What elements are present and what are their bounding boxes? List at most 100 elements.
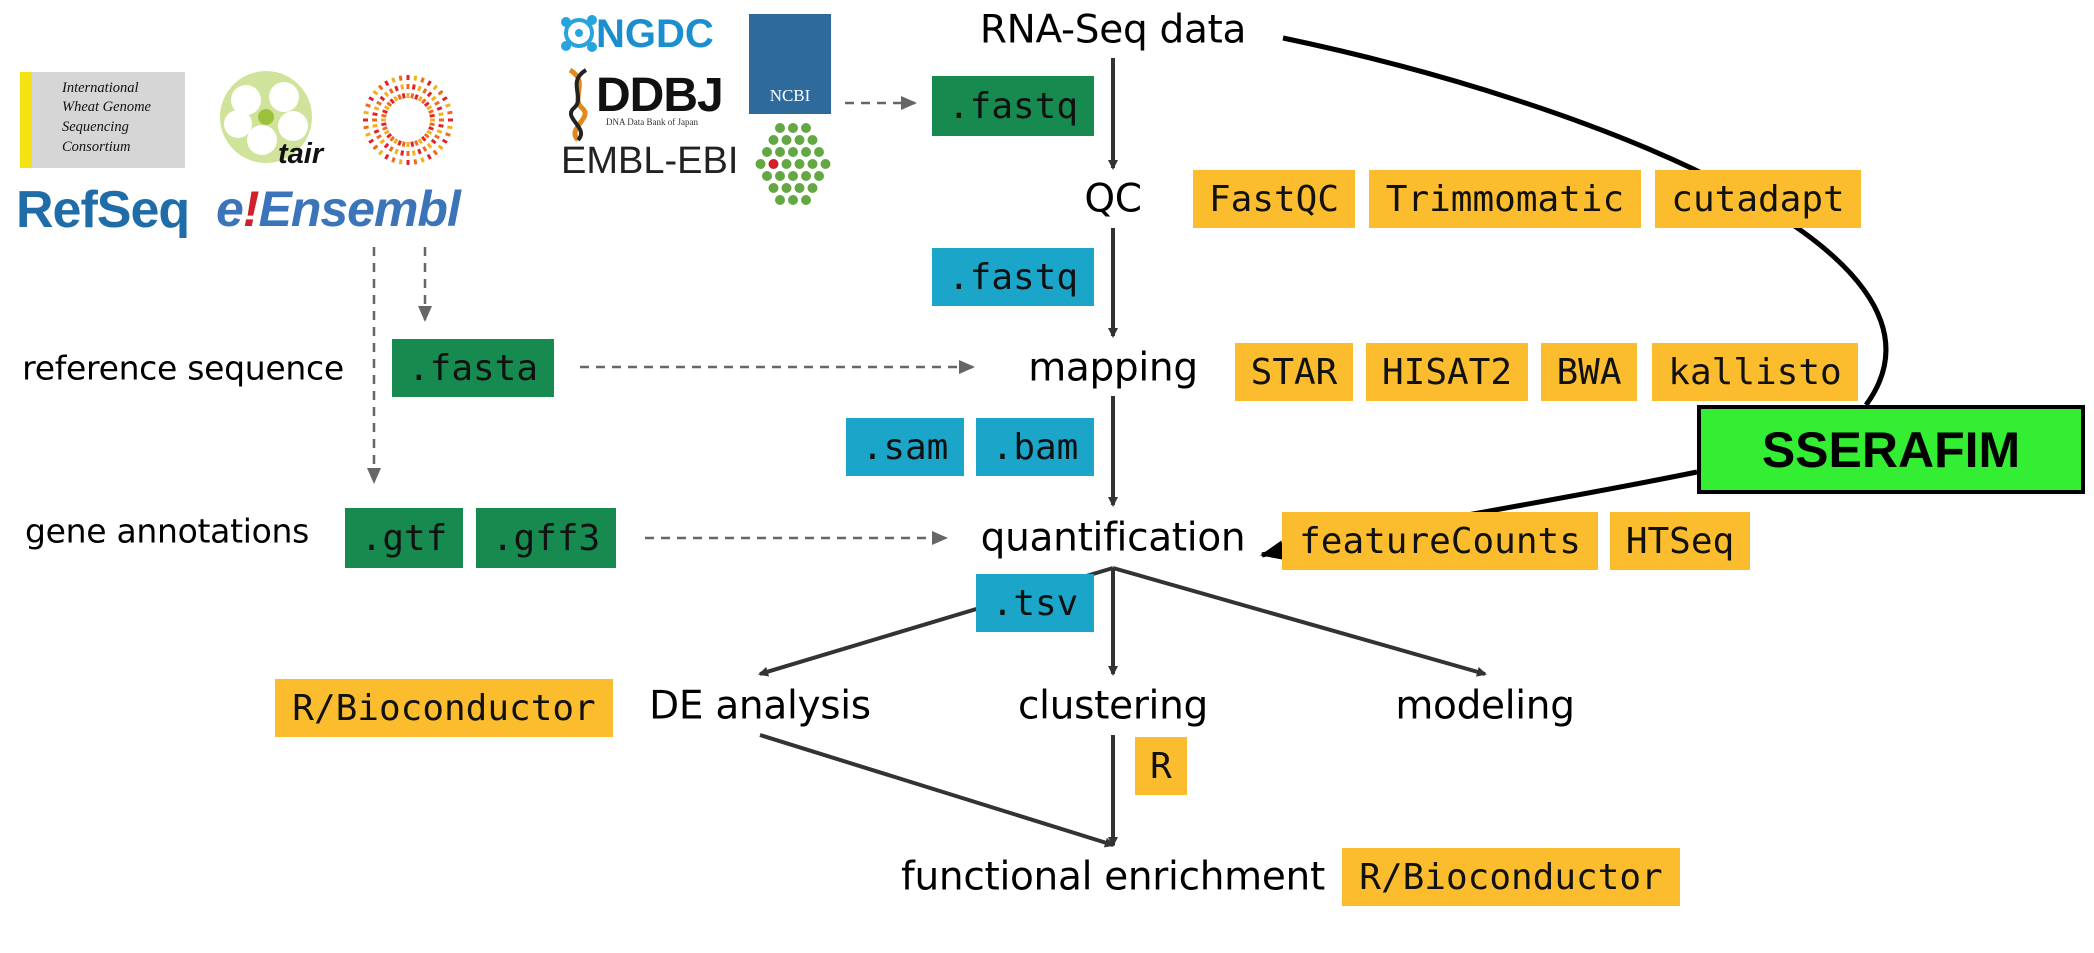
ddbj-helix-icon: [568, 67, 588, 142]
refseq-logo: RefSeq: [16, 181, 190, 239]
ebi-dot: [762, 147, 772, 157]
iwgsc-logo: International Wheat Genome Sequencing Co…: [20, 72, 185, 168]
sunburst-ray: [417, 148, 422, 155]
tool-star: STAR: [1235, 343, 1353, 401]
sunburst-ray: [372, 89, 379, 96]
sunburst-ray: [436, 129, 443, 134]
sunburst-ray: [391, 77, 396, 83]
sunburst-ray: [420, 77, 425, 83]
sunburst-ray: [417, 138, 423, 145]
sunburst-ray: [417, 85, 422, 92]
sunburst-ray: [428, 126, 434, 131]
format-tsv: .tsv: [976, 574, 1094, 632]
sunburst-ray: [397, 140, 402, 146]
ebi-dot: [788, 123, 798, 133]
ebi-dot: [775, 123, 785, 133]
sunburst-ray: [434, 100, 440, 106]
ebi-dot: [768, 159, 779, 169]
arrow-quantification-modeling: [1112, 566, 1487, 677]
ebi-hexagon-icon: [755, 123, 831, 205]
sunburst-ray: [426, 142, 433, 149]
sunburst-ray: [420, 157, 425, 163]
sunburst-ray: [429, 113, 435, 118]
tool-clustering-r: R: [1135, 737, 1187, 795]
sserafim-box: SSERAFIM: [1697, 405, 2085, 494]
sunburst-ray: [368, 138, 375, 144]
sunburst-ray: [363, 110, 369, 115]
sunburst-ray: [376, 134, 382, 140]
format-fastq-trimmed: .fastq: [932, 248, 1094, 306]
format-gff3: .gff3: [476, 508, 616, 568]
format-gtf: .gtf: [345, 508, 463, 568]
ensembl-logo: e!Ensembl: [216, 180, 461, 238]
ensembl-name: Ensembl: [258, 181, 460, 237]
sunburst-ray: [383, 142, 390, 149]
sunburst-ray: [423, 101, 430, 108]
tair-flower-icon: [220, 71, 312, 163]
ebi-dot: [781, 135, 792, 145]
sunburst-ray: [438, 112, 444, 117]
ebi-dot: [788, 195, 798, 205]
sunburst-ray: [381, 122, 387, 127]
sunburst-ray: [426, 153, 432, 160]
tair-logo: tair: [278, 138, 324, 170]
sunburst-ray: [426, 80, 432, 87]
sunburst-ray: [426, 91, 433, 98]
ebi-dot: [814, 171, 824, 181]
ebi-dot: [794, 135, 805, 145]
sunburst-ray: [401, 93, 406, 99]
iwgsc-stripe: [20, 72, 32, 168]
sunburst-ray: [426, 129, 433, 135]
sunburst-ray: [447, 110, 453, 115]
format-sam: .sam: [846, 418, 964, 476]
ngdc-icon: [561, 15, 597, 52]
sunburst-ray: [383, 105, 390, 111]
tool-htseq: HTSeq: [1610, 512, 1750, 570]
sunburst-ray: [373, 129, 380, 134]
iwgsc-line-2: Wheat Genome: [62, 99, 151, 115]
sunburst-ray: [400, 84, 405, 90]
ensembl-e: e: [216, 181, 244, 237]
node-reference-sequence: reference sequence: [22, 348, 344, 388]
sunburst-ray: [441, 138, 448, 144]
sunburst-ray: [411, 150, 416, 156]
sunburst-ray: [422, 146, 428, 152]
sunburst-ray: [437, 144, 444, 151]
ebi-dot: [768, 135, 779, 145]
node-de-analysis: DE analysis: [649, 683, 871, 729]
ebi-dot: [788, 171, 798, 181]
ngdc-logo: NGDC: [596, 12, 714, 56]
iwgsc-line-1: International: [62, 80, 139, 96]
ddbj-logo: DDBJ: [596, 69, 724, 122]
format-bam: .bam: [976, 418, 1094, 476]
tool-trimmomatic: Trimmomatic: [1369, 170, 1641, 228]
ebi-dot: [794, 159, 805, 169]
sunburst-ray: [377, 149, 384, 156]
sunburst-ray: [365, 103, 371, 108]
sunburst-ray: [445, 103, 451, 108]
sunburst-ray: [445, 132, 451, 137]
sunburst-ray: [376, 100, 382, 106]
tool-hisat2: HISAT2: [1366, 343, 1528, 401]
tool-featurecounts: featureCounts: [1282, 512, 1598, 570]
sunburst-ray: [382, 109, 388, 114]
sunburst-ray: [368, 96, 375, 102]
ebi-dot: [775, 171, 785, 181]
node-quantification: quantification: [980, 515, 1246, 561]
sunburst-ray: [414, 140, 419, 146]
sunburst-ray: [389, 135, 396, 142]
iwgsc-line-3: Sequencing: [62, 119, 129, 135]
sunburst-ray: [389, 98, 396, 105]
sunburst-ray: [430, 95, 437, 102]
sunburst-ray: [372, 123, 378, 128]
sunburst-ray: [400, 150, 405, 156]
sunburst-ray: [394, 85, 399, 92]
ncbi-label: NCBI: [769, 86, 811, 105]
node-modeling: modeling: [1395, 683, 1575, 729]
sunburst-ray: [372, 112, 378, 117]
sunburst-ray: [422, 88, 428, 94]
sunburst-ray: [384, 80, 390, 87]
tool-fastqc: FastQC: [1193, 170, 1355, 228]
ebi-dot: [807, 183, 818, 193]
sunburst-ray: [372, 144, 379, 151]
